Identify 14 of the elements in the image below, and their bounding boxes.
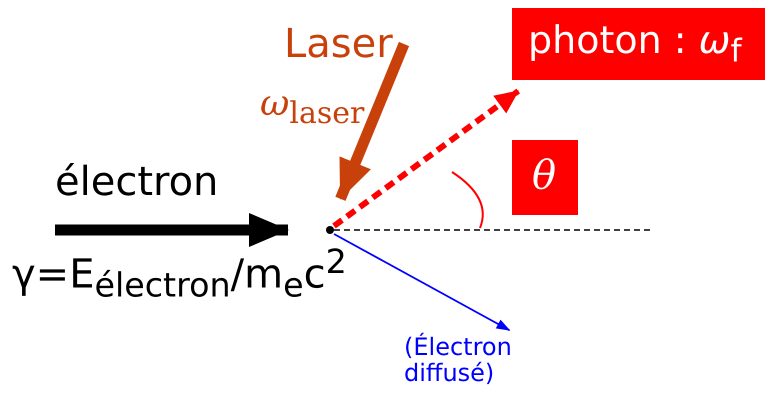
particle-label: électron [55, 160, 218, 204]
photon-box [512, 8, 765, 80]
scattered-electron-label: (Électron diffusé) [404, 334, 513, 387]
angle-box [512, 140, 578, 215]
box-label: θ [532, 154, 556, 198]
arrow [335, 42, 410, 201]
interaction-point [326, 226, 334, 234]
lorentz-factor-formula: γ=E$_{électron}$/m$_{e}$c$^{2}$ [12, 244, 347, 304]
laser-label: Laser [284, 22, 393, 66]
frequency-label: ω$_{laser}$ [260, 84, 364, 130]
arrow [55, 213, 289, 247]
arrow [334, 233, 510, 332]
arrow [332, 88, 520, 228]
box-label: photon : ω$_{f}$ [528, 20, 742, 70]
